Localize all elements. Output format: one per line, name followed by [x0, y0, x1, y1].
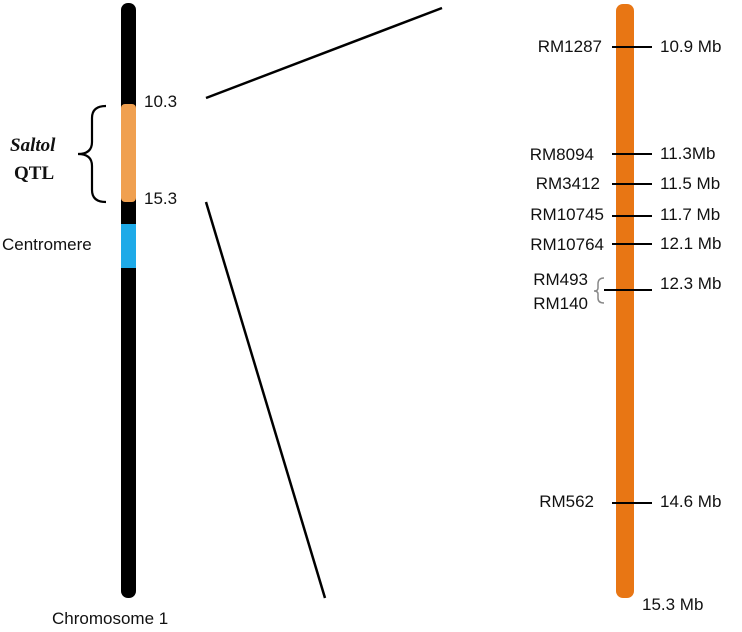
marker-position-rm140: 12.3 Mb	[660, 274, 722, 293]
zoom-line-bottom	[204, 201, 327, 599]
qtl-name-suffix: QTL	[14, 163, 55, 184]
expanded-region-end-label: 15.3 Mb	[642, 595, 704, 614]
marker-position-rm8094: 11.3Mb	[660, 144, 716, 163]
marker-name-rm10745: RM10745	[530, 205, 604, 224]
qtl-name-italic: Saltol	[10, 135, 56, 156]
qtl-start-label: 10.3	[144, 92, 178, 111]
marker-name-rm140: RM140	[533, 294, 588, 313]
zoom-line-top	[205, 6, 443, 100]
marker-name-rm10764: RM10764	[530, 235, 604, 254]
qtl-brace	[77, 104, 107, 204]
marker-position-rm3412: 11.5 Mb	[660, 174, 721, 193]
marker-position-rm10764: 12.1 Mb	[660, 234, 722, 253]
marker-name-rm8094: RM8094	[529, 145, 594, 164]
qtl-segment	[121, 104, 136, 202]
marker-group-brace	[593, 277, 605, 304]
chromosome-bar	[121, 3, 136, 598]
qtl-end-label: 15.3	[144, 189, 178, 208]
marker-name-rm3412: RM3412	[535, 174, 600, 193]
marker-position-rm1287: 10.9 Mb	[660, 37, 722, 56]
marker-name-rm493: RM493	[533, 270, 588, 289]
marker-position-rm562: 14.6 Mb	[660, 492, 722, 511]
centromere-segment	[121, 224, 136, 268]
marker-position-rm10745: 11.7 Mb	[660, 205, 721, 224]
chromosome-label: Chromosome 1	[52, 609, 169, 628]
marker-name-rm562: RM562	[539, 492, 594, 511]
expanded-region-bar	[616, 4, 634, 598]
marker-name-rm1287: RM1287	[537, 37, 602, 56]
centromere-label: Centromere	[2, 235, 92, 254]
